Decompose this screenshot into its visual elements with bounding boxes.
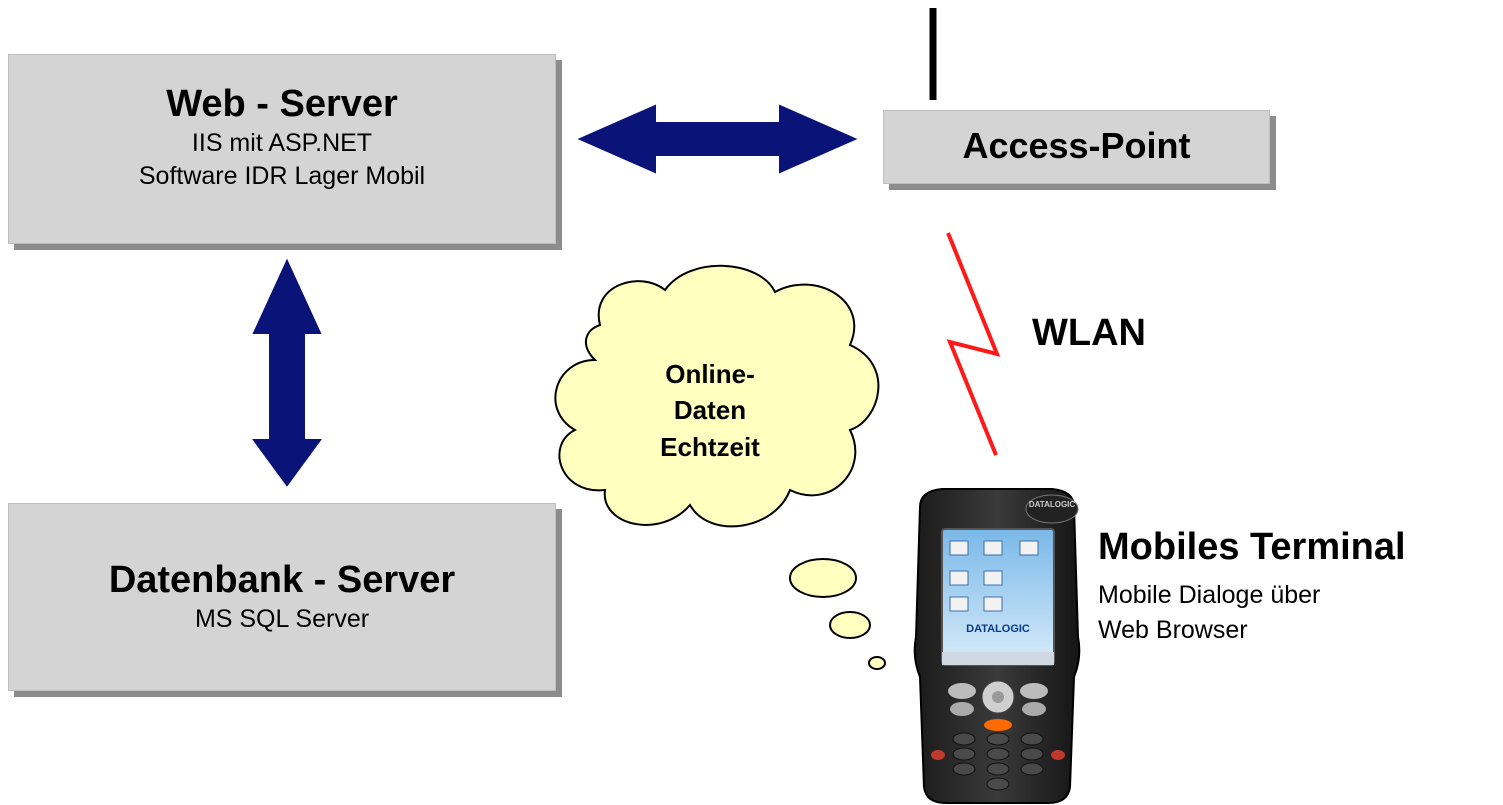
access-point-box: Access-Point bbox=[883, 110, 1270, 184]
database-server-box: Datenbank - Server MS SQL Server bbox=[8, 503, 556, 691]
web-server-line-1: IIS mit ASP.NET bbox=[191, 128, 373, 157]
wlan-label: WLAN bbox=[1032, 312, 1146, 354]
access-point-title: Access-Point bbox=[962, 125, 1191, 166]
terminal-line-1: Mobile Dialoge über bbox=[1098, 581, 1321, 609]
double-arrow-horizontal-icon bbox=[577, 104, 858, 174]
lightning-zigzag-icon bbox=[946, 232, 1001, 456]
web-server-box: Web - Server IIS mit ASP.NET Software ID… bbox=[8, 54, 556, 244]
terminal-line-2: Web Browser bbox=[1098, 616, 1248, 644]
terminal-brand-top: DATALOGIC bbox=[1029, 500, 1076, 509]
thought-cloud-icon bbox=[554, 264, 886, 670]
web-server-line-2: Software IDR Lager Mobil bbox=[138, 162, 426, 191]
handheld-terminal-icon: DATALOGIC DATALOGIC bbox=[913, 488, 1081, 804]
database-server-title: Datenbank - Server bbox=[108, 559, 456, 601]
terminal-brand-screen: DATALOGIC bbox=[966, 623, 1030, 635]
terminal-title: Mobiles Terminal bbox=[1098, 526, 1406, 568]
cloud-line-2: Daten bbox=[673, 395, 747, 426]
terminal-description: Mobile Dialoge über Web Browser bbox=[1098, 578, 1320, 648]
web-server-title: Web - Server bbox=[166, 83, 398, 125]
double-arrow-vertical-icon bbox=[252, 258, 322, 487]
cloud-line-3: Echtzeit bbox=[660, 431, 760, 462]
database-server-line-1: MS SQL Server bbox=[194, 604, 370, 633]
cloud-line-1: Online- bbox=[665, 359, 755, 389]
cloud-text: Online- Daten Echtzeit bbox=[610, 356, 810, 465]
